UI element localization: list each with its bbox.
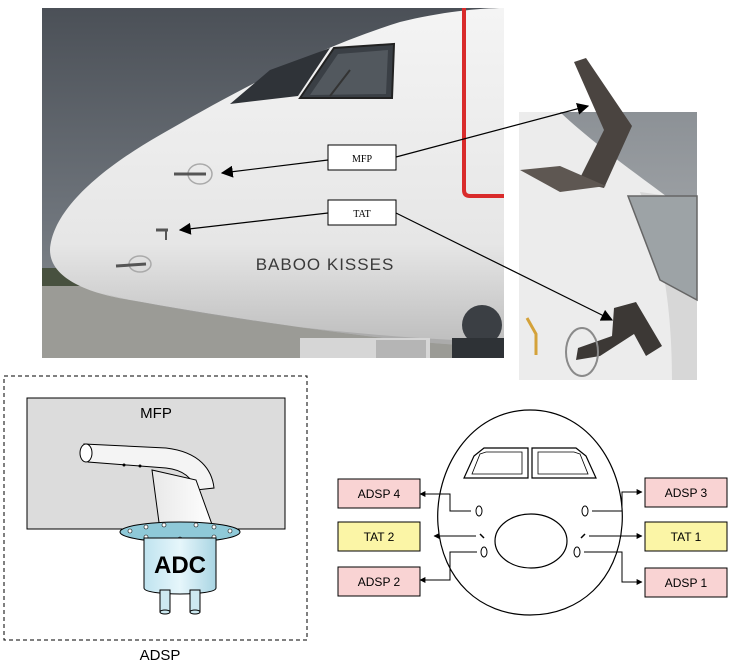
connector-pin [189, 589, 201, 613]
label-box-adsp4 [337, 478, 421, 509]
label-box-tat1 [644, 521, 728, 552]
label-tat1: TAT 1 [671, 530, 702, 544]
leader-adsp1 [584, 551, 643, 585]
port-tat1 [580, 533, 586, 539]
livery-text: BABOO KISSES [256, 255, 395, 274]
nose-schematic: ADSP 4 ADSP 3 TAT 2 TAT 1 ADSP 2 ADSP 1 [337, 409, 728, 616]
leader-adsp2 [419, 551, 477, 583]
adsp-dashed-border [3, 375, 308, 641]
probe-closeup-photo [519, 58, 698, 380]
port-tat2 [479, 533, 485, 539]
label-adsp1: ADSP 1 [665, 576, 708, 590]
arrow-tat-to-closeup [395, 212, 614, 321]
nose-outline [437, 409, 623, 616]
mfp-panel-label: MFP [140, 405, 172, 422]
mfp-probe-photo [174, 163, 213, 185]
aircraft-nose-photo: BABOO KISSES [42, 8, 504, 358]
door-outline [462, 8, 504, 198]
label-adsp2: ADSP 2 [358, 575, 401, 589]
label-box-adsp3 [644, 477, 728, 508]
arrow-tat-to-probe [178, 212, 329, 235]
connector-pin [159, 589, 171, 613]
label-box-adsp2 [337, 566, 421, 597]
port-adsp1 [573, 546, 581, 558]
tat-probe-photo [156, 228, 168, 240]
callout-box-mfp [327, 144, 397, 171]
cockpit-window-left [230, 48, 330, 104]
mfp-probe-closeup [574, 58, 632, 188]
adc-label: ADC [154, 552, 206, 579]
adc-unit [143, 537, 217, 595]
pitot-tube [83, 443, 215, 491]
port-adsp2 [480, 546, 488, 558]
callout-label-tat: TAT [353, 209, 371, 220]
port-adsp3 [581, 505, 589, 517]
port-adsp4 [475, 505, 483, 517]
label-adsp3: ADSP 3 [665, 486, 708, 500]
callout-box-tat [327, 199, 397, 226]
arrow-mfp-to-probe [220, 159, 329, 178]
label-box-tat2 [337, 521, 421, 552]
windshield-left [463, 447, 529, 479]
aoa-vane-photo [115, 255, 152, 273]
label-adsp4: ADSP 4 [358, 487, 401, 501]
leader-adsp3 [592, 489, 643, 512]
leader-adsp4 [419, 491, 471, 512]
callout-label-mfp: MFP [352, 154, 372, 165]
radome-outline [494, 513, 568, 569]
windshield-right [531, 447, 597, 479]
photo-callouts: MFP TAT [178, 102, 614, 321]
label-box-adsp1 [644, 567, 728, 598]
arrow-mfp-to-closeup [395, 102, 590, 158]
label-tat2: TAT 2 [364, 530, 395, 544]
adsp-diagram: MFP ADC ADSP [3, 375, 308, 664]
person-silhouette [462, 305, 502, 345]
adsp-caption: ADSP [140, 647, 181, 664]
